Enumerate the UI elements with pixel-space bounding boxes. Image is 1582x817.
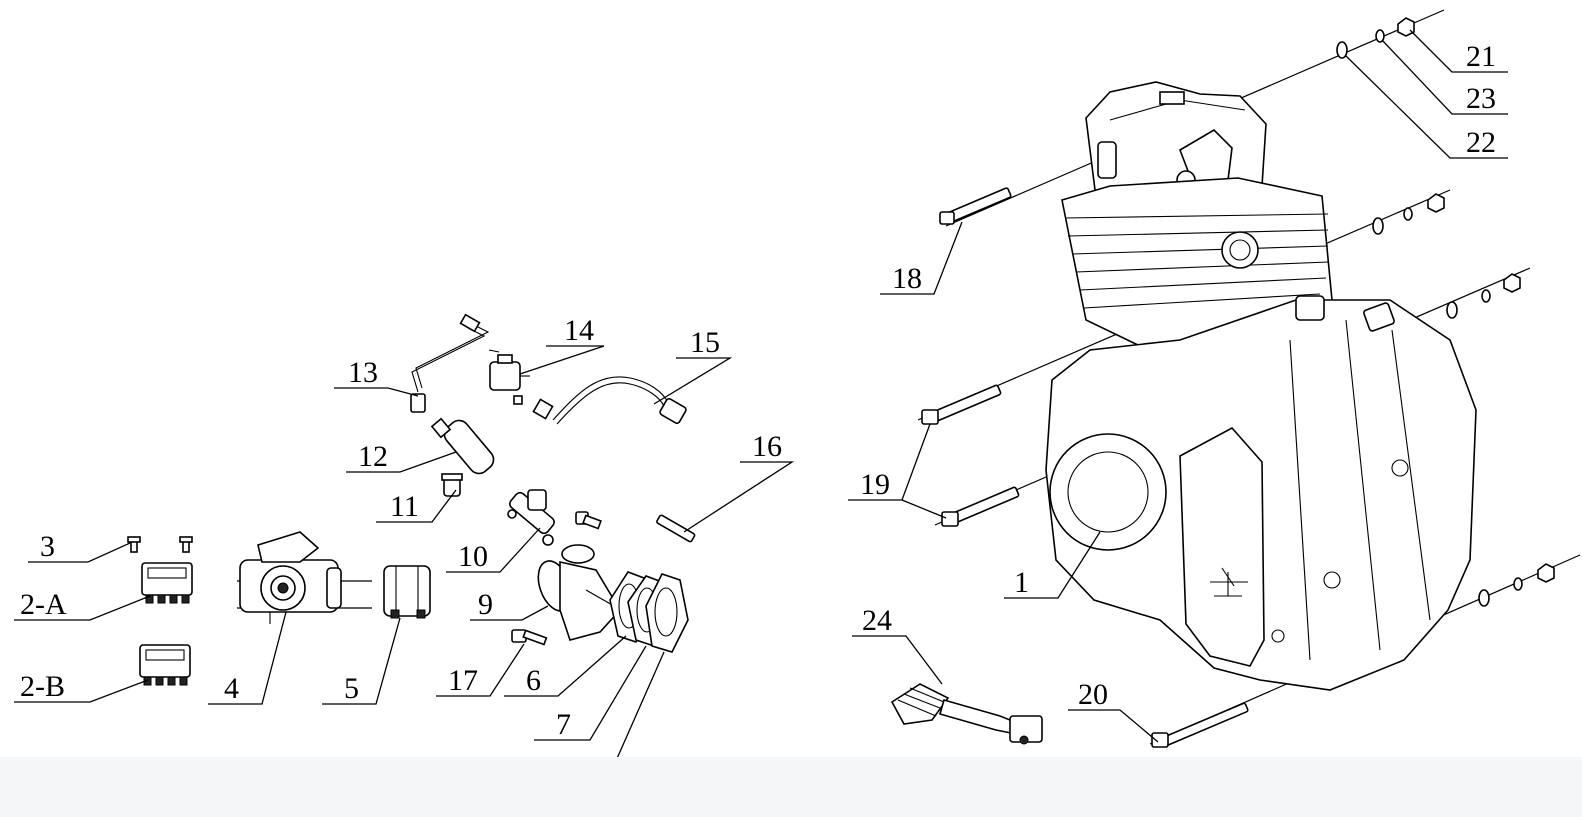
part-16-stud xyxy=(656,514,696,543)
callout-11: 11 xyxy=(390,490,419,523)
callout-2b: 2-B xyxy=(20,670,65,703)
callout-labels: 3 2-A 2-B 4 5 13 14 15 12 11 10 16 9 17 … xyxy=(20,40,1496,789)
part-24-kick-lever xyxy=(890,683,1043,745)
parts-6-7-gaskets xyxy=(609,571,689,653)
part-2b-ecu xyxy=(139,644,191,686)
part-18-stud xyxy=(939,187,1012,225)
callout-6-upper: 6 xyxy=(526,664,541,697)
callout-20: 20 xyxy=(1078,678,1108,711)
part-14-sensor xyxy=(488,349,530,405)
callout-17: 17 xyxy=(448,664,478,697)
part-4-throttle-body xyxy=(237,531,372,624)
part-10-injector xyxy=(507,489,555,546)
callout-15: 15 xyxy=(690,326,720,359)
callout-22: 22 xyxy=(1466,126,1496,159)
part-1-engine xyxy=(1045,81,1477,691)
callout-9: 9 xyxy=(478,588,493,621)
callout-3: 3 xyxy=(40,530,55,563)
part-2a-ecu xyxy=(141,562,193,604)
callout-10: 10 xyxy=(458,540,488,573)
callout-7: 7 xyxy=(556,708,571,741)
callout-14: 14 xyxy=(564,314,594,347)
part-11-clip xyxy=(441,473,463,497)
part-19-bolts xyxy=(921,384,1020,527)
bolt-near-10 xyxy=(575,511,602,530)
part-15-fuel-hose xyxy=(532,376,687,425)
callout-21: 21 xyxy=(1466,40,1496,73)
callout-19: 19 xyxy=(860,468,890,501)
callout-18: 18 xyxy=(892,262,922,295)
parts-21-22-23-hardware xyxy=(1336,17,1555,607)
part-17-bolt xyxy=(511,629,548,646)
callout-1: 1 xyxy=(1014,566,1029,599)
callout-23: 23 xyxy=(1466,82,1496,115)
callout-2a: 2-A xyxy=(20,588,67,621)
callout-5: 5 xyxy=(344,672,359,705)
part-20-bolt xyxy=(1151,702,1249,748)
callout-4: 4 xyxy=(224,672,239,705)
part-5-intake-joint xyxy=(383,565,431,619)
callout-24: 24 xyxy=(862,604,892,637)
part-13-wire-bracket xyxy=(410,313,490,413)
callout-13: 13 xyxy=(348,356,378,389)
part-9-intake-manifold xyxy=(537,544,629,641)
callout-12: 12 xyxy=(358,440,388,473)
part-12-fuel-pipe xyxy=(430,417,495,475)
callout-16: 16 xyxy=(752,430,782,463)
part-3-bolts xyxy=(127,536,193,553)
footer-band xyxy=(0,757,1582,817)
